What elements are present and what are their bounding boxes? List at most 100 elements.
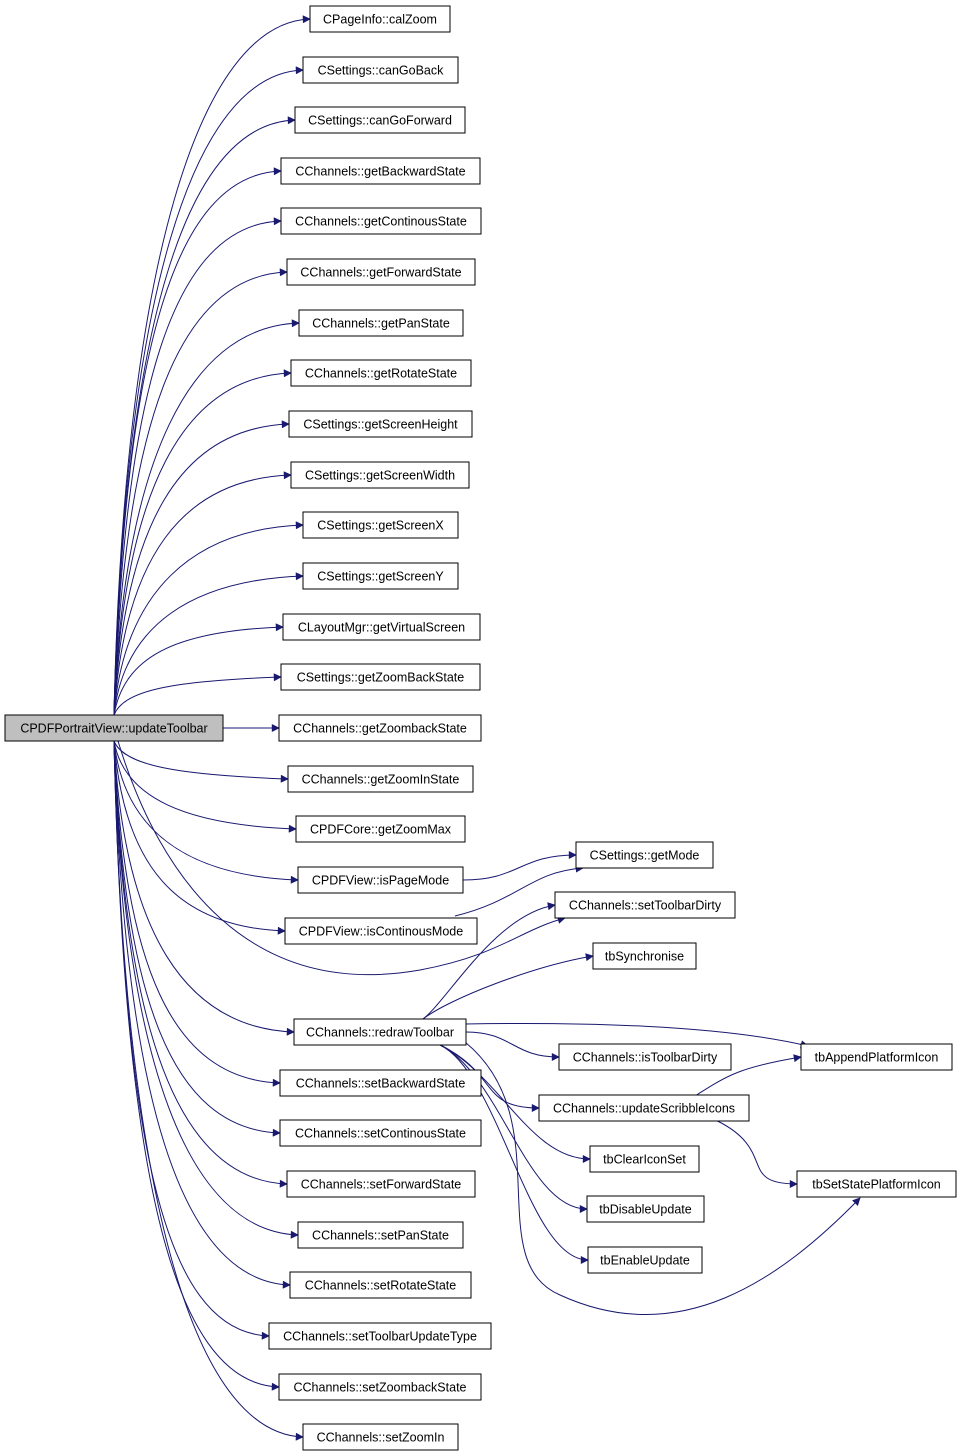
node-box	[289, 1271, 472, 1299]
graph-node[interactable]: CChannels::setContinousState	[279, 1119, 482, 1147]
graph-node[interactable]: CChannels::setZoomIn	[302, 1423, 459, 1451]
node-label: tbClearIconSet	[603, 1153, 686, 1167]
node-box	[309, 5, 451, 33]
node-box	[293, 1018, 467, 1046]
node-box	[280, 663, 481, 691]
node-label: CChannels::setToolbarUpdateType	[283, 1330, 477, 1344]
edge-root-to-n26	[113, 740, 270, 1340]
node-label: CChannels::setToolbarDirty	[569, 899, 722, 913]
graph-node[interactable]: CChannels::setForwardState	[286, 1170, 476, 1198]
node-label: CPDFView::isContinousMode	[299, 925, 463, 939]
node-box	[286, 258, 476, 286]
node-box	[279, 1119, 482, 1147]
graph-node[interactable]: CChannels::getContinousState	[280, 207, 482, 235]
edge-root-to-n23	[113, 740, 288, 1188]
edge-n20-to-r2	[464, 1041, 861, 1316]
graph-node[interactable]: CSettings::getScreenY	[302, 562, 459, 590]
graph-node[interactable]: tbSynchronise	[592, 942, 697, 970]
graph-node[interactable]: CLayoutMgr::getVirtualScreen	[282, 613, 481, 641]
node-box	[297, 866, 464, 894]
edge-m5-to-r1	[696, 1054, 802, 1096]
node-label: tbDisableUpdate	[599, 1203, 691, 1217]
node-box	[278, 714, 482, 742]
node-box	[4, 714, 224, 742]
graph-node[interactable]: CSettings::getScreenX	[302, 511, 459, 539]
graph-node[interactable]: CSettings::getScreenWidth	[290, 461, 470, 489]
node-box	[558, 1043, 732, 1071]
edge-n18-to-m1	[462, 851, 577, 881]
graph-node[interactable]: CSettings::getMode	[575, 841, 714, 869]
edge-n20-to-m6	[439, 1044, 591, 1163]
node-box	[280, 207, 482, 235]
graph-node[interactable]: CChannels::getBackwardState	[280, 157, 481, 185]
node-label: CChannels::getContinousState	[295, 215, 467, 229]
graph-node[interactable]: tbClearIconSet	[589, 1145, 700, 1173]
node-label: CSettings::getScreenWidth	[305, 469, 455, 483]
graph-node[interactable]: CChannels::redrawToolbar	[293, 1018, 467, 1046]
node-label: CChannels::setPanState	[312, 1229, 449, 1243]
graph-node[interactable]: CSettings::getZoomBackState	[280, 663, 481, 691]
node-label: CPDFView::isPageMode	[312, 874, 449, 888]
root-node[interactable]: CPDFPortraitView::updateToolbar	[4, 714, 224, 742]
graph-node[interactable]: CPDFView::isPageMode	[297, 866, 464, 894]
node-label: CChannels::updateScribbleIcons	[553, 1102, 735, 1116]
node-label: CSettings::canGoBack	[318, 64, 445, 78]
node-box	[586, 1195, 705, 1223]
node-box	[302, 511, 459, 539]
graph-node[interactable]: CSettings::getScreenHeight	[288, 410, 473, 438]
graph-node[interactable]: CChannels::getZoombackState	[278, 714, 482, 742]
graph-node[interactable]: CChannels::setToolbarDirty	[554, 891, 736, 919]
edge-root-to-n20	[113, 740, 295, 1036]
edge-root-to-n14	[113, 673, 282, 716]
node-label: CSettings::canGoForward	[308, 114, 452, 128]
node-label: CPDFPortraitView::updateToolbar	[20, 722, 207, 736]
node-label: CChannels::getZoombackState	[293, 722, 467, 736]
graph-node[interactable]: tbAppendPlatformIcon	[800, 1043, 953, 1071]
graph-node[interactable]: CChannels::updateScribbleIcons	[538, 1094, 750, 1122]
graph-node[interactable]: CChannels::setZoombackState	[278, 1373, 482, 1401]
node-label: tbSetStatePlatformIcon	[812, 1178, 941, 1192]
graph-node[interactable]: tbSetStatePlatformIcon	[796, 1170, 957, 1198]
graph-node[interactable]: CChannels::isToolbarDirty	[558, 1043, 732, 1071]
graph-node[interactable]: CSettings::canGoBack	[302, 56, 459, 84]
node-label: CSettings::getMode	[590, 849, 700, 863]
graph-node[interactable]: CChannels::getRotateState	[290, 359, 472, 387]
edge-root-to-n3	[113, 116, 296, 716]
node-box	[284, 917, 478, 945]
node-label: CSettings::getScreenHeight	[303, 418, 458, 432]
node-label: CLayoutMgr::getVirtualScreen	[298, 621, 465, 635]
graph-node[interactable]: CChannels::setToolbarUpdateType	[268, 1322, 492, 1350]
graph-node[interactable]: CChannels::getPanState	[298, 309, 464, 337]
graph-node[interactable]: CChannels::setPanState	[297, 1221, 464, 1249]
graph-node[interactable]: CPDFCore::getZoomMax	[295, 815, 466, 843]
graph-node[interactable]: CChannels::setBackwardState	[279, 1069, 482, 1097]
node-box	[575, 841, 714, 869]
graph-node[interactable]: CChannels::getForwardState	[286, 258, 476, 286]
graph-node[interactable]: CChannels::setRotateState	[289, 1271, 472, 1299]
node-box	[268, 1322, 492, 1350]
edge-root-to-n22	[113, 740, 281, 1137]
edge-root-to-n24	[113, 740, 299, 1239]
edge-root-to-m2	[117, 740, 566, 976]
node-box	[302, 56, 459, 84]
graph-node[interactable]: CSettings::canGoForward	[294, 106, 466, 134]
node-label: CChannels::getZoomInState	[302, 773, 460, 787]
graph-node[interactable]: CPDFView::isContinousMode	[284, 917, 478, 945]
node-box	[592, 942, 697, 970]
edge-n19-to-m1	[454, 864, 584, 917]
edge-root-to-n8	[113, 369, 292, 716]
node-box	[297, 1221, 464, 1249]
node-box	[287, 765, 474, 793]
edge-n20-to-m2	[422, 902, 556, 1020]
node-box	[290, 359, 472, 387]
node-box	[282, 613, 481, 641]
edge-m5-to-r2	[717, 1120, 798, 1188]
graph-node[interactable]: CChannels::getZoomInState	[287, 765, 474, 793]
edge-root-to-n21	[113, 740, 281, 1087]
graph-node[interactable]: tbDisableUpdate	[586, 1195, 705, 1223]
node-label: CChannels::getPanState	[312, 317, 450, 331]
node-box	[288, 410, 473, 438]
graph-node[interactable]: tbEnableUpdate	[587, 1246, 703, 1274]
graph-node[interactable]: CPageInfo::calZoom	[309, 5, 451, 33]
node-box	[589, 1145, 700, 1173]
